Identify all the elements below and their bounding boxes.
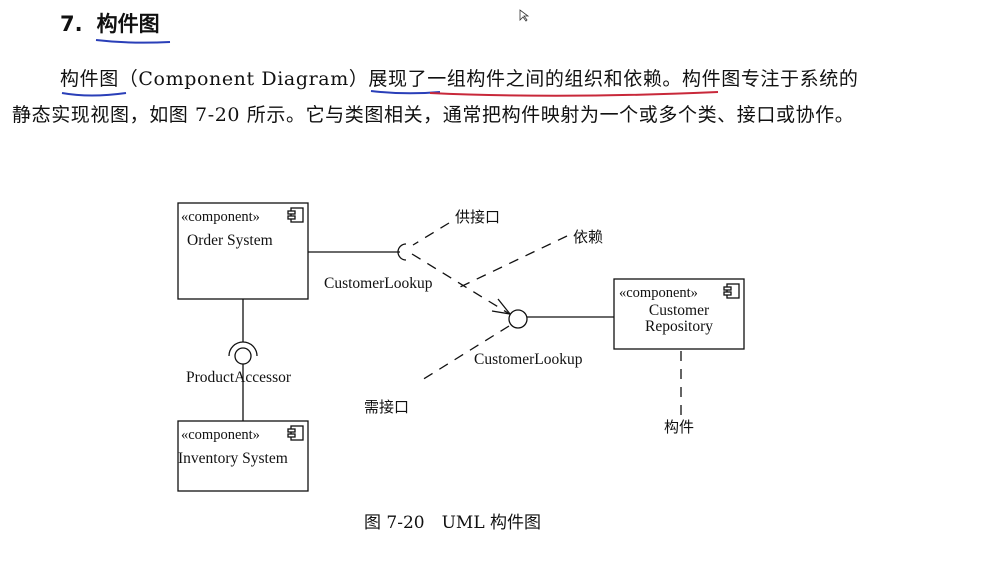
annotation-component: 构件	[664, 418, 694, 436]
provided-lollipop	[508, 309, 528, 329]
product-socket	[228, 341, 258, 357]
section-number: 7.	[60, 12, 83, 36]
dependency-annotation-leader	[457, 235, 568, 289]
dependency-arrowhead	[491, 298, 512, 315]
paragraph-line-1: 构件图（Component Diagram）展现了一组构件之间的组织和依赖。构件…	[60, 68, 859, 90]
component-order-system: «component» Order System	[177, 202, 309, 300]
provided-annotation-leader	[412, 222, 450, 246]
provided-lookup-label: CustomerLookup	[324, 275, 433, 292]
required-socket	[397, 243, 407, 261]
annotation-required: 需接口	[364, 398, 409, 416]
annotation-provided: 供接口	[455, 208, 500, 226]
component-customer-repository: «component» Customer Repository	[613, 278, 745, 350]
paragraph-line-2: 静态实现视图，如图 7-20 所示。它与类图相关，通常把构件映射为一个或多个类、…	[12, 104, 855, 126]
section-title: 构件图	[96, 12, 160, 36]
section-heading: 7. 构件图	[60, 8, 160, 38]
product-accessor-label: ProductAccessor	[186, 369, 292, 386]
dependency-line	[411, 253, 509, 314]
product-ball	[234, 347, 252, 365]
customer-name-line2: Repository	[645, 318, 713, 335]
customer-name-line1: Customer	[649, 302, 710, 319]
component-inventory-system: «component» Inventory System	[177, 420, 309, 492]
customer-stereotype: «component»	[619, 285, 698, 301]
component-icon	[287, 425, 304, 441]
phrase-underline-blue	[370, 90, 441, 95]
inventory-system-name: Inventory System	[178, 450, 288, 467]
inventory-stereotype: «component»	[181, 427, 260, 443]
required-lookup-label: CustomerLookup	[474, 351, 583, 368]
cursor-icon	[519, 9, 530, 22]
order-stereotype: «component»	[181, 209, 260, 225]
term-underline	[61, 92, 127, 97]
order-system-name: Order System	[187, 232, 273, 249]
annotation-dependency: 依赖	[573, 228, 603, 246]
component-icon	[287, 207, 304, 223]
phrase-underline-red	[429, 91, 719, 97]
component-icon	[723, 283, 740, 299]
figure-caption: 图 7-20 UML 构件图	[364, 513, 542, 533]
title-underline	[95, 39, 171, 44]
